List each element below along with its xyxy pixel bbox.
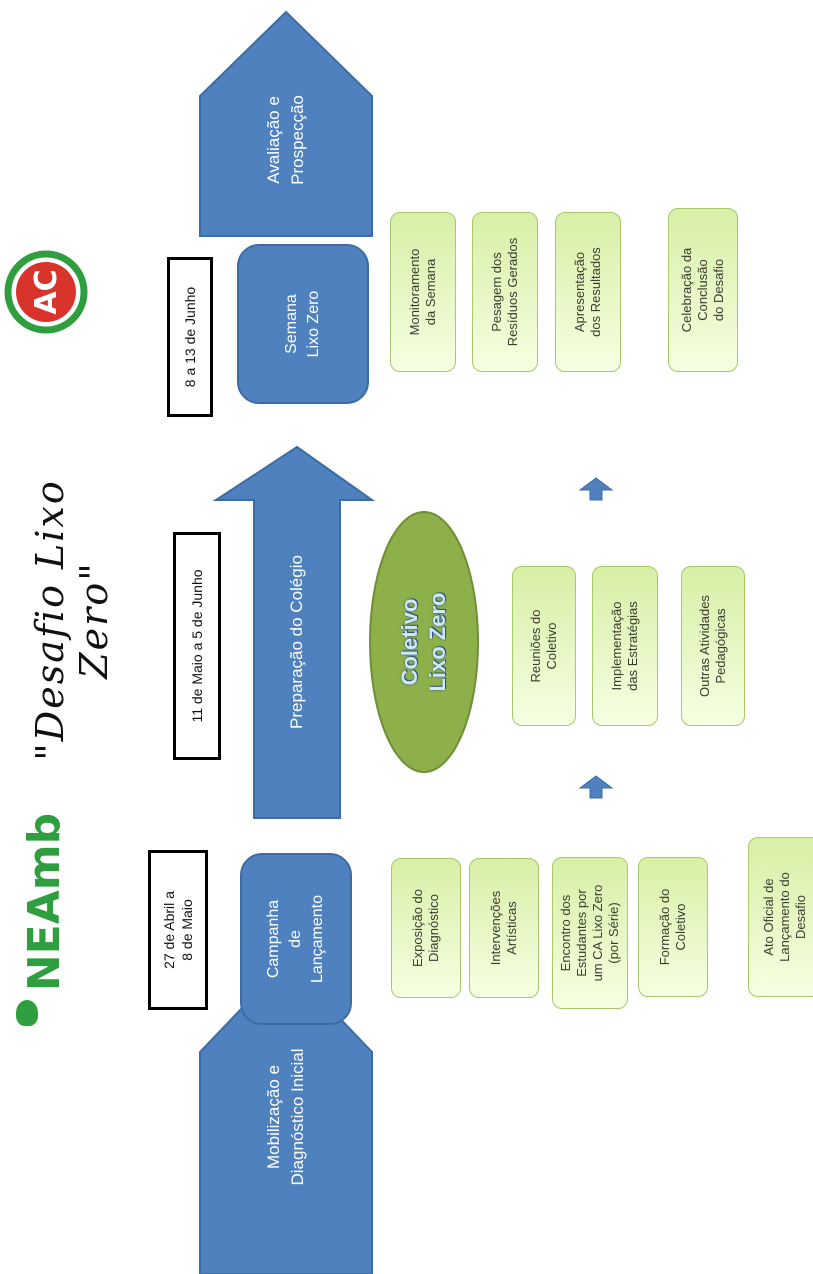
- svg-text:AC: AC: [29, 269, 64, 314]
- small-up-arrow-lower: [578, 775, 614, 799]
- phase-end-shape: [199, 10, 373, 237]
- middle-arrow-label: Preparação do Colégio: [287, 555, 306, 729]
- coletivo-item-2: Implementação das Estratégias: [592, 566, 658, 726]
- small-up-arrow-upper: [578, 477, 614, 501]
- campanha-item-3: Encontro dos Estudantes por um CA Lixo Z…: [552, 857, 628, 1009]
- date-box-2: 11 de Maio a 5 de Junho: [173, 532, 221, 760]
- page-title: "Desafio Lixo Zero": [28, 479, 116, 761]
- semana-item-3: Apresentação dos Resultados: [555, 212, 621, 372]
- campanha-item-2: Intervenções Artísticas: [469, 858, 539, 998]
- campanha-item-1: Exposição do Diagnóstico: [391, 858, 461, 998]
- date-box-3: 8 a 13 de Junho: [167, 257, 213, 417]
- neamb-leaf-icon: [16, 1000, 38, 1026]
- coletivo-item-3: Outras Atividades Pedagógicas: [681, 566, 745, 726]
- semana-item-1: Monitoramento da Semana: [390, 212, 456, 372]
- ac-logo-icon: AC: [4, 250, 88, 334]
- middle-arrow-shape: [212, 445, 376, 819]
- semana-item-4: Celebração da Conclusão do Desafio: [668, 208, 738, 372]
- date-box-1: 27 de Abril a 8 de Maio: [148, 850, 208, 1010]
- coletivo-oval: [369, 511, 479, 773]
- campanha-item-5: Ato Oficial de Lançamento do Desafio: [748, 837, 813, 997]
- neamb-logo: NEAmb: [18, 812, 70, 992]
- stage-semana: Semana Lixo Zero: [237, 244, 369, 404]
- semana-item-2: Pesagem dos Resíduos Gerados: [472, 212, 538, 372]
- campanha-item-4: Formação do Coletivo: [638, 857, 708, 997]
- coletivo-item-1: Reuniões do Coletivo: [512, 566, 576, 726]
- phase-end-label: Avaliação e Prospecção: [264, 95, 307, 185]
- stage-campanha: Campanha de Lançamento: [240, 853, 352, 1025]
- stage-coletivo-label: Coletivo Lixo Zero: [397, 592, 450, 692]
